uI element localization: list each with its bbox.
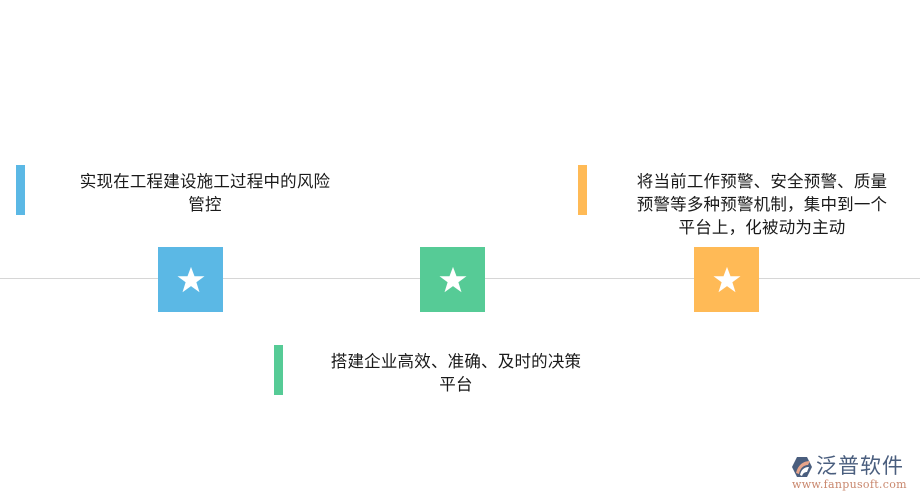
- item-3-text: 将当前工作预警、安全预警、质量 预警等多种预警机制，集中到一个 平台上，化被动为…: [604, 170, 920, 239]
- accent-bar-green: [274, 345, 283, 395]
- marker-orange: [694, 247, 759, 312]
- fanpusoft-logo: 泛普软件 www.fanpusoft.com: [788, 452, 918, 496]
- marker-blue: [158, 247, 223, 312]
- item-3-line-1: 将当前工作预警、安全预警、质量: [636, 172, 888, 191]
- star-icon: [439, 266, 466, 292]
- item-3-line-2: 预警等多种预警机制，集中到一个: [636, 195, 888, 214]
- logo-url: www.fanpusoft.com: [792, 478, 907, 491]
- marker-green: [420, 247, 485, 312]
- accent-bar-orange: [578, 165, 587, 215]
- star-icon: [713, 266, 740, 292]
- item-1-line-1: 实现在工程建设施工过程中的风险: [79, 172, 331, 191]
- item-3-line-3: 平台上，化被动为主动: [678, 218, 846, 237]
- star-icon: [177, 266, 204, 292]
- logo-mark-icon: [792, 457, 812, 477]
- item-2-line-2: 平台: [439, 375, 473, 394]
- item-2-text: 搭建企业高效、准确、及时的决策 平台: [298, 350, 614, 396]
- item-2-line-1: 搭建企业高效、准确、及时的决策: [330, 352, 582, 371]
- logo-name: 泛普软件: [816, 454, 904, 478]
- item-1-line-2: 管控: [188, 195, 222, 214]
- accent-bar-blue: [16, 165, 25, 215]
- item-1-text: 实现在工程建设施工过程中的风险 管控: [40, 170, 370, 216]
